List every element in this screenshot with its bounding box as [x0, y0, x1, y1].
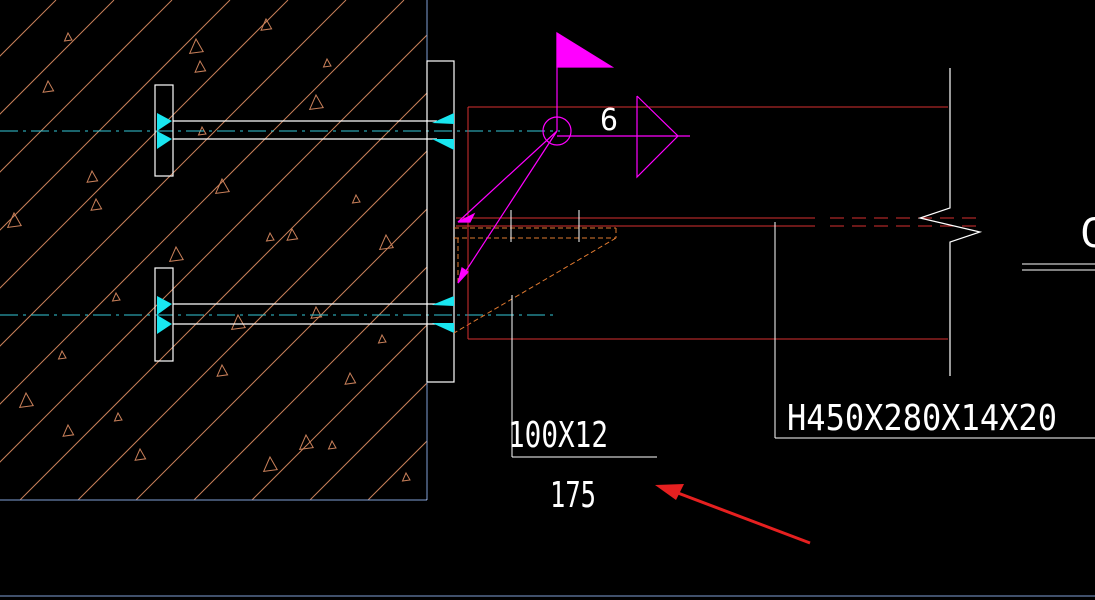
aggregate-mark — [214, 177, 231, 195]
beam-leader — [774, 222, 1095, 439]
fillet-weld-triangle — [636, 95, 679, 179]
plate-length-label: 175 — [550, 475, 596, 516]
shear-tab-dashed — [453, 227, 617, 334]
weld-arrowhead-icon — [457, 212, 476, 223]
hatch-line — [77, 150, 427, 500]
aggregate-mark — [90, 197, 103, 211]
hatch-line — [0, 0, 289, 289]
aggregate-mark — [62, 423, 75, 437]
aggregate-mark — [378, 233, 395, 251]
steel-beam-h450 — [456, 106, 980, 340]
anchor-welds — [157, 113, 454, 334]
anchor-end-plate-bottom — [154, 267, 174, 362]
aggregate-mark — [260, 17, 273, 31]
hatch-line — [309, 382, 427, 500]
aggregate-mark — [113, 411, 123, 422]
aggregate-mark — [298, 433, 315, 451]
weld-arrowhead-icon — [457, 267, 469, 284]
weld-all-around-circle — [542, 116, 572, 146]
hatch-line — [0, 0, 173, 173]
aggregate-mark — [327, 439, 337, 450]
weld-symbol — [457, 31, 690, 284]
hatch-line — [193, 266, 427, 500]
weld-size-label: 6 — [600, 103, 618, 138]
field-weld-flag-icon — [556, 31, 615, 68]
plate-leader — [511, 295, 657, 458]
concrete-hatch-lines — [0, 0, 427, 500]
aggregate-mark — [42, 79, 55, 93]
aggregate-mark — [230, 313, 247, 331]
aggregate-mark — [168, 245, 185, 263]
aggregate-mark — [134, 447, 147, 461]
hatch-line — [19, 92, 427, 500]
anchor-centerlines — [0, 130, 560, 316]
bolt-marks — [510, 210, 580, 242]
aggregate-mark — [194, 59, 207, 73]
concrete-wall — [0, 0, 428, 501]
aggregate-mark — [308, 93, 325, 111]
aggregate-mark — [351, 193, 361, 204]
hatch-line — [0, 0, 57, 57]
embedded-plate — [426, 60, 455, 383]
anchor-bolts — [154, 84, 437, 362]
aggregate-mark — [322, 57, 332, 68]
aggregate-mark — [63, 31, 73, 42]
aggregate-mark — [111, 291, 121, 302]
break-line-icon — [917, 68, 983, 376]
hatch-line — [0, 0, 115, 115]
anchor-end-plate-top — [154, 84, 174, 177]
aggregate-mark — [401, 471, 411, 482]
aggregate-mark — [265, 231, 275, 242]
aggregate-mark — [188, 37, 205, 55]
aggregate-mark — [262, 455, 279, 473]
hatch-line — [0, 34, 427, 463]
right-double-line — [1022, 263, 1095, 271]
aggregate-mark — [6, 211, 23, 229]
aggregate-mark — [344, 371, 357, 385]
aggregate-mark — [286, 227, 299, 241]
beam-size-label: H450X280X14X20 — [787, 398, 1057, 439]
hatch-line — [251, 324, 427, 500]
hatch-line — [0, 0, 405, 405]
aggregate-mark — [377, 333, 387, 344]
aggregate-mark — [86, 169, 99, 183]
aggregate-mark — [57, 349, 67, 360]
aggregate-mark — [18, 391, 35, 409]
aggregate-mark — [216, 363, 229, 377]
concrete-aggregate-marks — [6, 17, 411, 482]
hatch-line — [135, 208, 427, 500]
plate-size-label: 100X12 — [508, 415, 608, 456]
hatch-line — [0, 0, 231, 231]
aggregate-mark — [310, 305, 323, 319]
red-annotation-arrow-icon — [655, 484, 811, 545]
hatch-line — [0, 0, 347, 347]
cut-off-label: C — [1080, 211, 1095, 257]
